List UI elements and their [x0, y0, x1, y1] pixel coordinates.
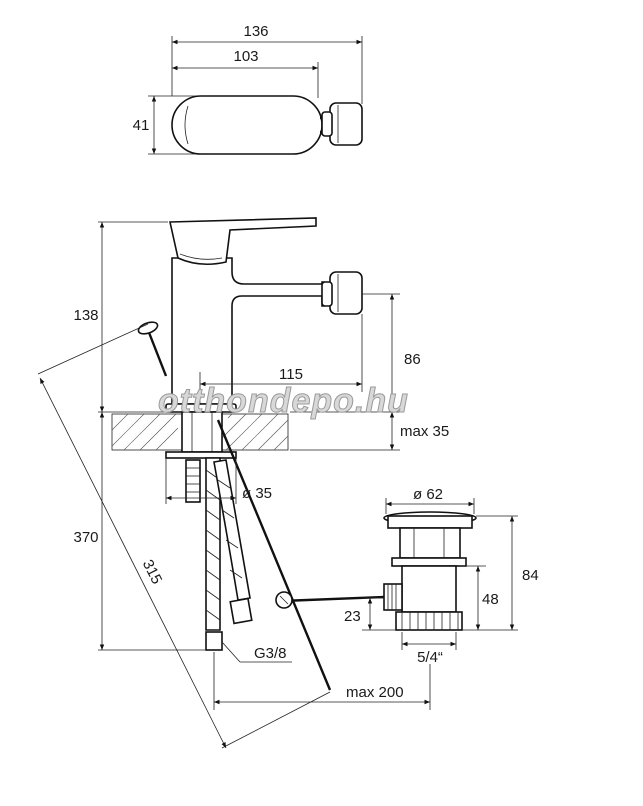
- lever-handle-top: [329, 102, 363, 146]
- lever-handle-side: [169, 217, 317, 266]
- dim-84: 84: [522, 567, 539, 584]
- dim-138: 138: [73, 307, 98, 324]
- dim-23: 23: [344, 608, 361, 625]
- dim-370: 370: [73, 529, 98, 546]
- pop-up-lever: [137, 321, 168, 377]
- dim-136: 136: [243, 23, 268, 40]
- dim-line-315: [39, 377, 227, 749]
- hose-thread: G3/8: [254, 645, 287, 662]
- dim-41: 41: [133, 117, 150, 134]
- dim-115: 115: [279, 366, 303, 383]
- dim-max-35: max 35: [400, 423, 449, 440]
- watermark: otthondepo.hu: [158, 382, 409, 420]
- dim-max-200: max 200: [346, 684, 404, 701]
- aerator-head: [329, 271, 363, 315]
- dim-hole-diameter: ø 35: [242, 485, 272, 502]
- top-view: [148, 36, 363, 155]
- dim-48: 48: [482, 591, 499, 608]
- dim-drain-thread: 5/4“: [417, 649, 443, 666]
- dim-86: 86: [404, 351, 421, 368]
- dim-drain-diameter: ø 62: [413, 486, 443, 503]
- drain-assembly: [383, 511, 477, 631]
- pull-rod: [216, 419, 332, 691]
- faucet-body-top: [171, 95, 323, 155]
- dim-103: 103: [233, 48, 258, 65]
